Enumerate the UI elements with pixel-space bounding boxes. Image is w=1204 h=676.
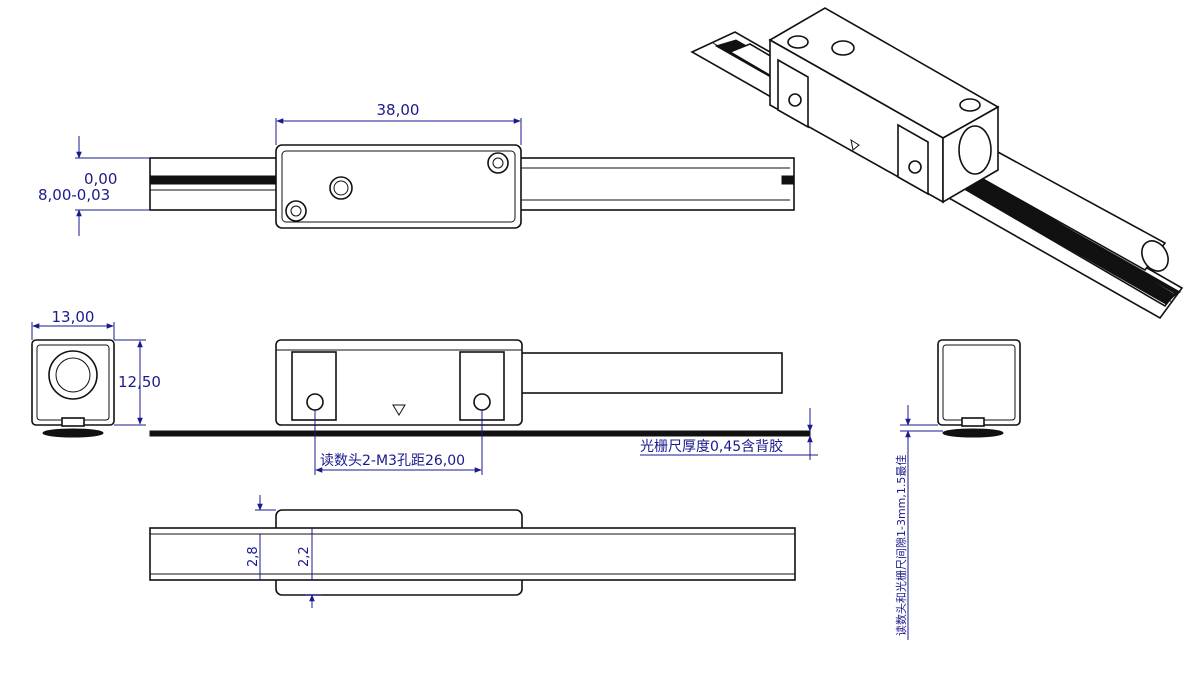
dim-tolerance-lower: 8,00-0,03	[38, 186, 110, 204]
top-view-scale-strip	[149, 175, 281, 185]
dim-end-width: 13,00	[52, 308, 95, 326]
top-view-center-hole	[329, 176, 353, 200]
top-view-head-inner	[281, 150, 516, 223]
top-view-read-head	[275, 144, 522, 229]
end-view-right-tab	[961, 417, 985, 427]
dim-offset-a: 2,8	[246, 546, 261, 567]
top-view-screw-hole-left	[285, 200, 307, 222]
dim-end-height: 12,50	[118, 373, 161, 391]
dim-gap: 读数头和光栅尺间隙1-3mm,1.5最佳	[894, 455, 908, 636]
front-view-rod	[519, 352, 783, 394]
iso-side-pocket-left	[777, 58, 809, 129]
iso-head-bore	[958, 125, 992, 175]
end-view-left-scale	[42, 428, 104, 438]
top-view-center-hole-inner	[333, 180, 349, 196]
iso-side-pocket-right	[897, 123, 929, 196]
bottom-view-rail	[149, 527, 796, 581]
iso-top-hole-3	[959, 98, 981, 112]
front-view-hole-right	[473, 393, 491, 411]
isometric-view	[690, 7, 1184, 320]
dim-hole-spacing: 读数头2-M3孔距26,00	[320, 452, 465, 469]
iso-rod-end	[1141, 240, 1169, 272]
end-view-right: 读数头和光栅尺间隙1-3mm,1.5最佳	[894, 339, 1021, 640]
front-view-hole-left	[306, 393, 324, 411]
end-view-right-scale	[942, 428, 1004, 438]
iso-top-hole-2	[831, 40, 855, 56]
front-view-triangle-mark	[392, 404, 406, 416]
bottom-view: 2,8 2,2	[149, 495, 796, 608]
front-view: 读数头2-M3孔距26,00 光栅尺厚度0,45含背胶	[149, 339, 818, 475]
end-view-left: 13,00 12,50	[31, 308, 161, 438]
iso-side-hole-right	[908, 160, 922, 174]
iso-top-hole-1	[787, 35, 809, 49]
end-view-left-rod	[55, 357, 91, 393]
dim-tolerance-upper: 0,00	[84, 170, 117, 188]
top-view: 38,00 0,00 8,00-0,03	[38, 101, 795, 236]
dim-scale-thickness: 光栅尺厚度0,45含背胶	[640, 438, 783, 455]
dim-head-length: 38,00	[377, 101, 420, 119]
top-view-screw-hole-right-inner	[492, 157, 504, 169]
top-view-scale-strip-end	[781, 175, 795, 185]
end-view-right-body	[937, 339, 1021, 426]
dim-offset-b: 2,2	[297, 546, 312, 567]
iso-triangle-mark	[850, 138, 860, 151]
front-view-scale	[149, 430, 811, 437]
top-view-screw-hole-right	[487, 152, 509, 174]
end-view-left-tab	[61, 417, 85, 427]
top-view-screw-hole-left-inner	[290, 205, 302, 217]
iso-side-hole-left	[788, 93, 802, 107]
